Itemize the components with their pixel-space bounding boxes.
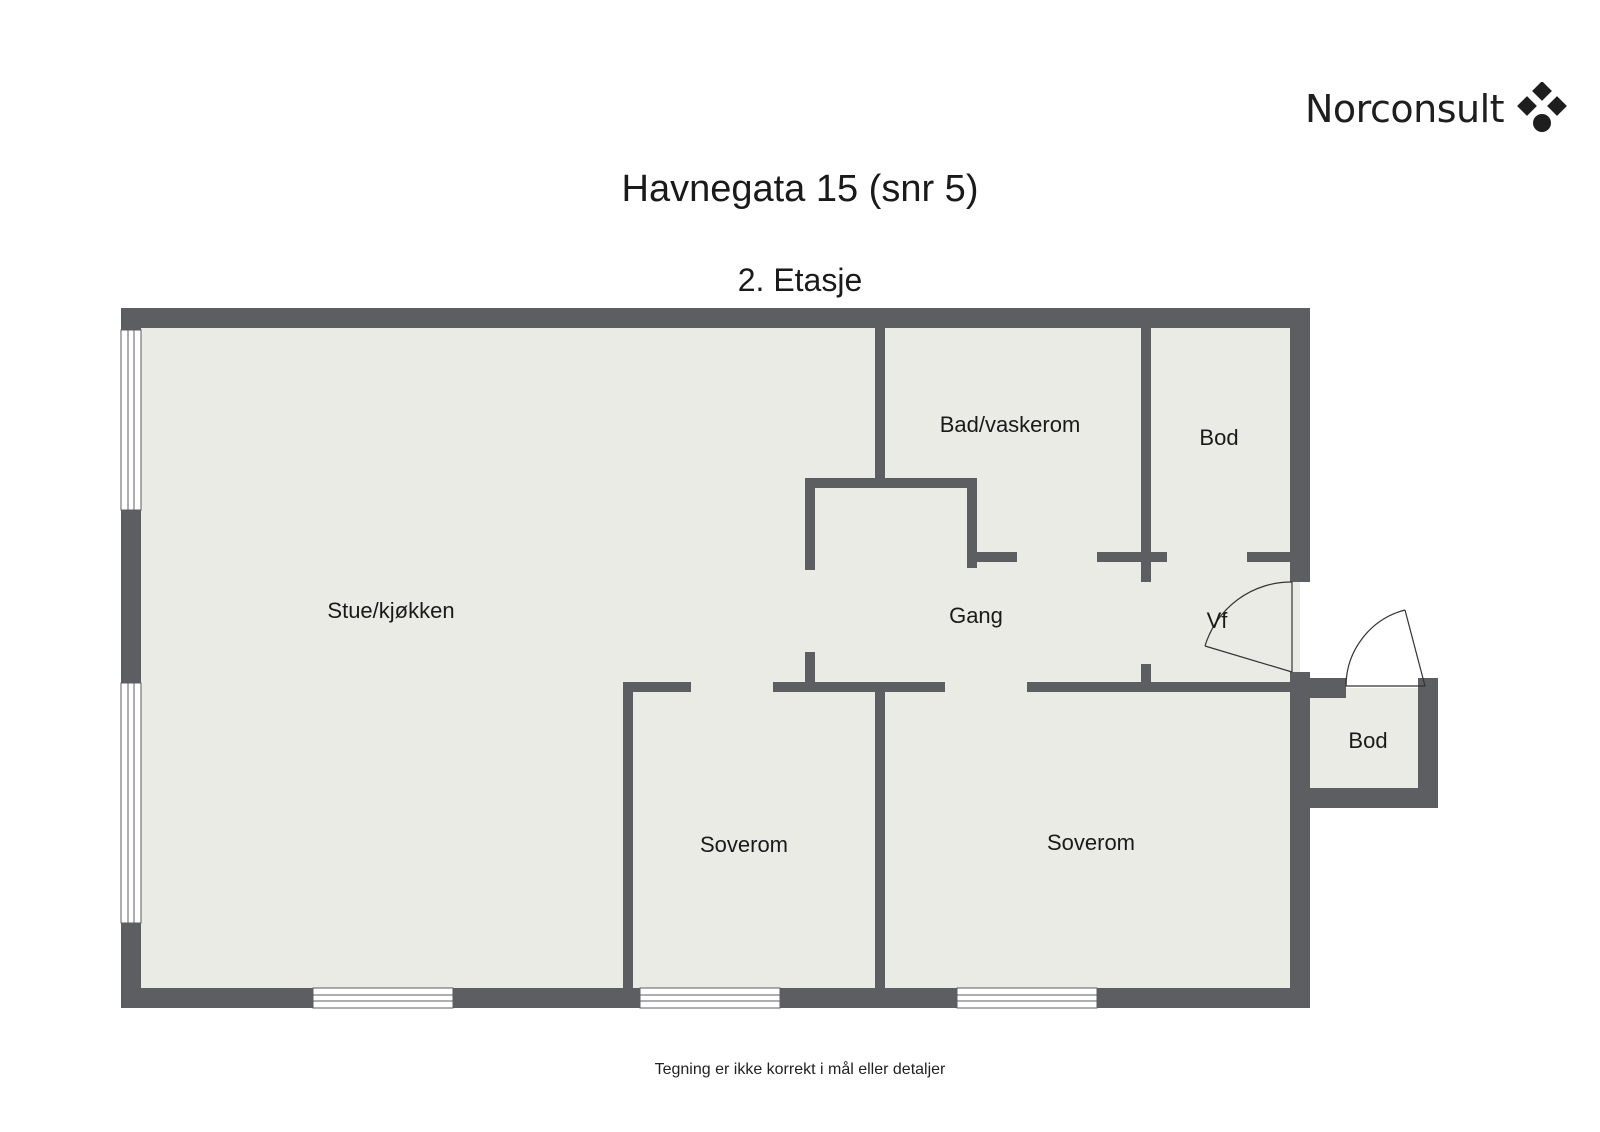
window-left-top — [120, 329, 142, 511]
storage-door — [1345, 609, 1426, 687]
room-label-storage-top: Bod — [1199, 425, 1238, 450]
disclaimer-text: Tegning er ikke korrekt i mål eller deta… — [654, 1061, 946, 1078]
page-title: Havnegata 15 (snr 5) — [621, 168, 979, 210]
room-label-bedroom-right: Soverom — [1047, 830, 1135, 855]
window-bottom-2 — [639, 987, 781, 1009]
entry-door — [1204, 581, 1293, 673]
floor-area — [140, 328, 1430, 988]
room-label-bedroom-left: Soverom — [700, 832, 788, 857]
brand-logo: Norconsult — [1305, 82, 1570, 136]
brand-name: Norconsult — [1305, 87, 1505, 131]
window-bottom-3 — [956, 987, 1098, 1009]
windows — [120, 329, 1098, 1009]
window-left-bottom — [120, 682, 142, 924]
room-label-living-kitchen: Stue/kjøkken — [327, 598, 454, 623]
room-label-hall: Gang — [949, 603, 1003, 628]
window-lines — [127, 330, 1097, 1002]
norconsult-diamond-icon — [1517, 82, 1567, 132]
room-label-entry: Vf — [1207, 608, 1229, 633]
room-label-bath: Bad/vaskerom — [940, 412, 1081, 437]
window-bottom-1 — [312, 987, 454, 1009]
floor-label: 2. Etasje — [737, 262, 863, 298]
room-label-storage-outside: Bod — [1348, 728, 1387, 753]
